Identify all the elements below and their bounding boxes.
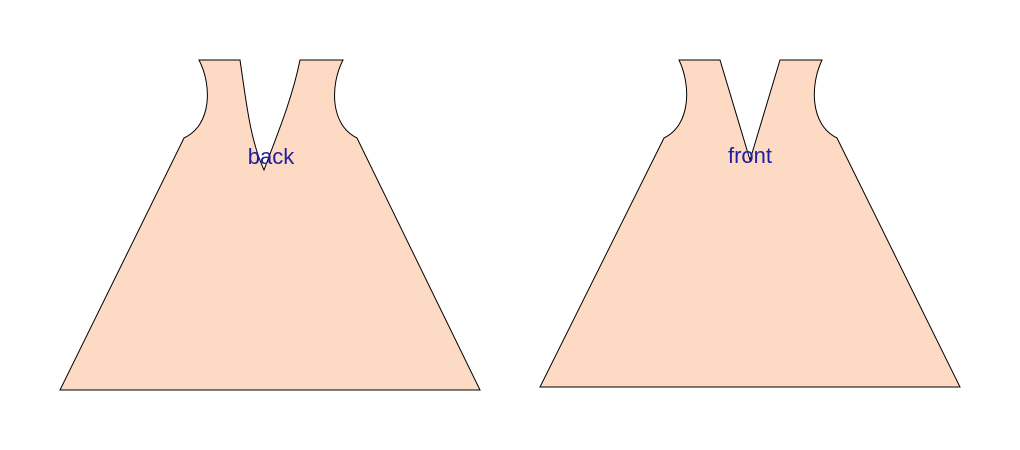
front-piece-label: front — [728, 143, 772, 168]
back-piece-outline — [59, 59, 481, 391]
back-piece: back — [59, 59, 481, 391]
front-piece-outline — [539, 59, 961, 388]
back-piece-label: back — [248, 144, 295, 169]
front-piece: front — [539, 59, 961, 388]
